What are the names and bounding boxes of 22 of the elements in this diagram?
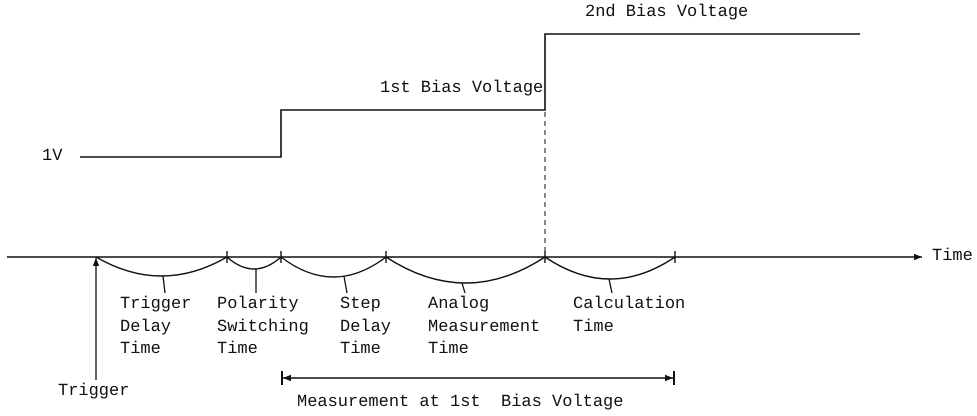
leader-line [461,282,466,294]
voltage-label: 1st Bias Voltage [380,78,544,100]
arrow [92,258,100,380]
time-label: Calculation Time [573,294,686,338]
voltage-label: 2nd Bias Voltage [585,2,748,24]
time-label: Trigger [58,381,130,403]
leader-line [343,276,348,294]
interval-arc [280,256,386,278]
time-label: Step Delay Time [340,294,392,361]
time-label: Trigger Delay Time [120,294,192,361]
axis-label: Time [932,246,973,268]
time-label: Analog Measurement Time [428,294,542,361]
voltage-label: 1V [42,146,62,168]
voltage-label: Measurement at 1st Bias Voltage [297,392,624,414]
leader-line [255,268,257,293]
interval-arc [96,256,228,277]
leader-line [162,276,166,294]
leader-line [608,278,613,294]
interval-arc [386,256,546,284]
interval-arc [544,256,676,280]
time-label: Polarity Switching Time [217,294,310,361]
interval-arc [226,256,282,270]
